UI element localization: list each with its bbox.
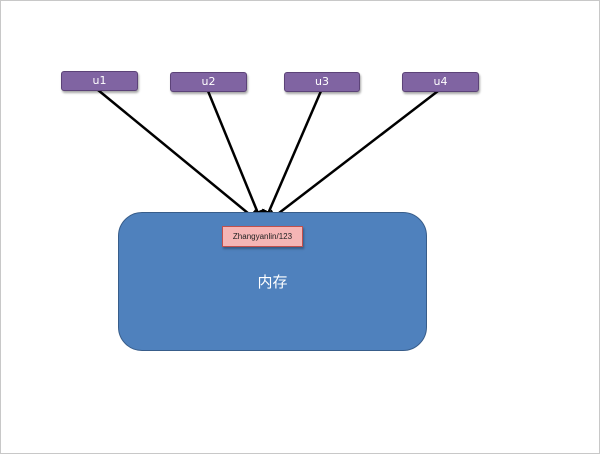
user-node-u2[interactable]: u2 bbox=[170, 72, 247, 92]
memory-label: 内存 bbox=[257, 273, 288, 291]
arrow-u1-to-credential bbox=[97, 89, 262, 225]
credential-box[interactable]: Zhangyanlin/123 bbox=[222, 226, 303, 247]
arrow-u3-to-credential bbox=[262, 90, 323, 226]
arrow-u4-to-credential bbox=[264, 90, 439, 225]
user-node-u4[interactable]: u4 bbox=[402, 72, 479, 92]
user-node-u1[interactable]: u1 bbox=[61, 71, 138, 91]
user-node-u3[interactable]: u3 bbox=[284, 72, 360, 92]
arrow-u2-to-credential bbox=[206, 90, 265, 226]
